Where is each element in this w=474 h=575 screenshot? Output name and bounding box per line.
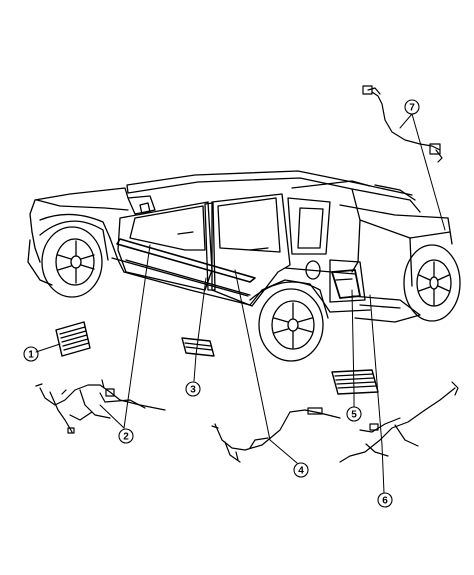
part-3-grille [181,337,215,357]
rear-wheel [258,288,324,362]
part-4-harness [211,407,341,463]
part-1-grille [55,321,91,357]
callout-4-label: 4 [298,466,304,477]
callout-7-label: 7 [409,103,415,114]
leader-lines [35,113,446,494]
callout-3-label: 3 [190,385,196,396]
part-7-connector [362,85,443,163]
part-2-harness [35,379,166,434]
callout-5-label: 5 [351,410,357,421]
spare-tire [403,244,461,322]
vehicle-body [27,170,453,323]
callout-6-label: 6 [382,496,388,507]
part-6-harness [339,381,459,463]
callout-2-label: 2 [123,432,129,443]
front-wheel [41,226,103,298]
callout-1-label: 1 [28,350,34,361]
callout-circles [23,99,420,508]
part-5-grille [331,369,379,395]
